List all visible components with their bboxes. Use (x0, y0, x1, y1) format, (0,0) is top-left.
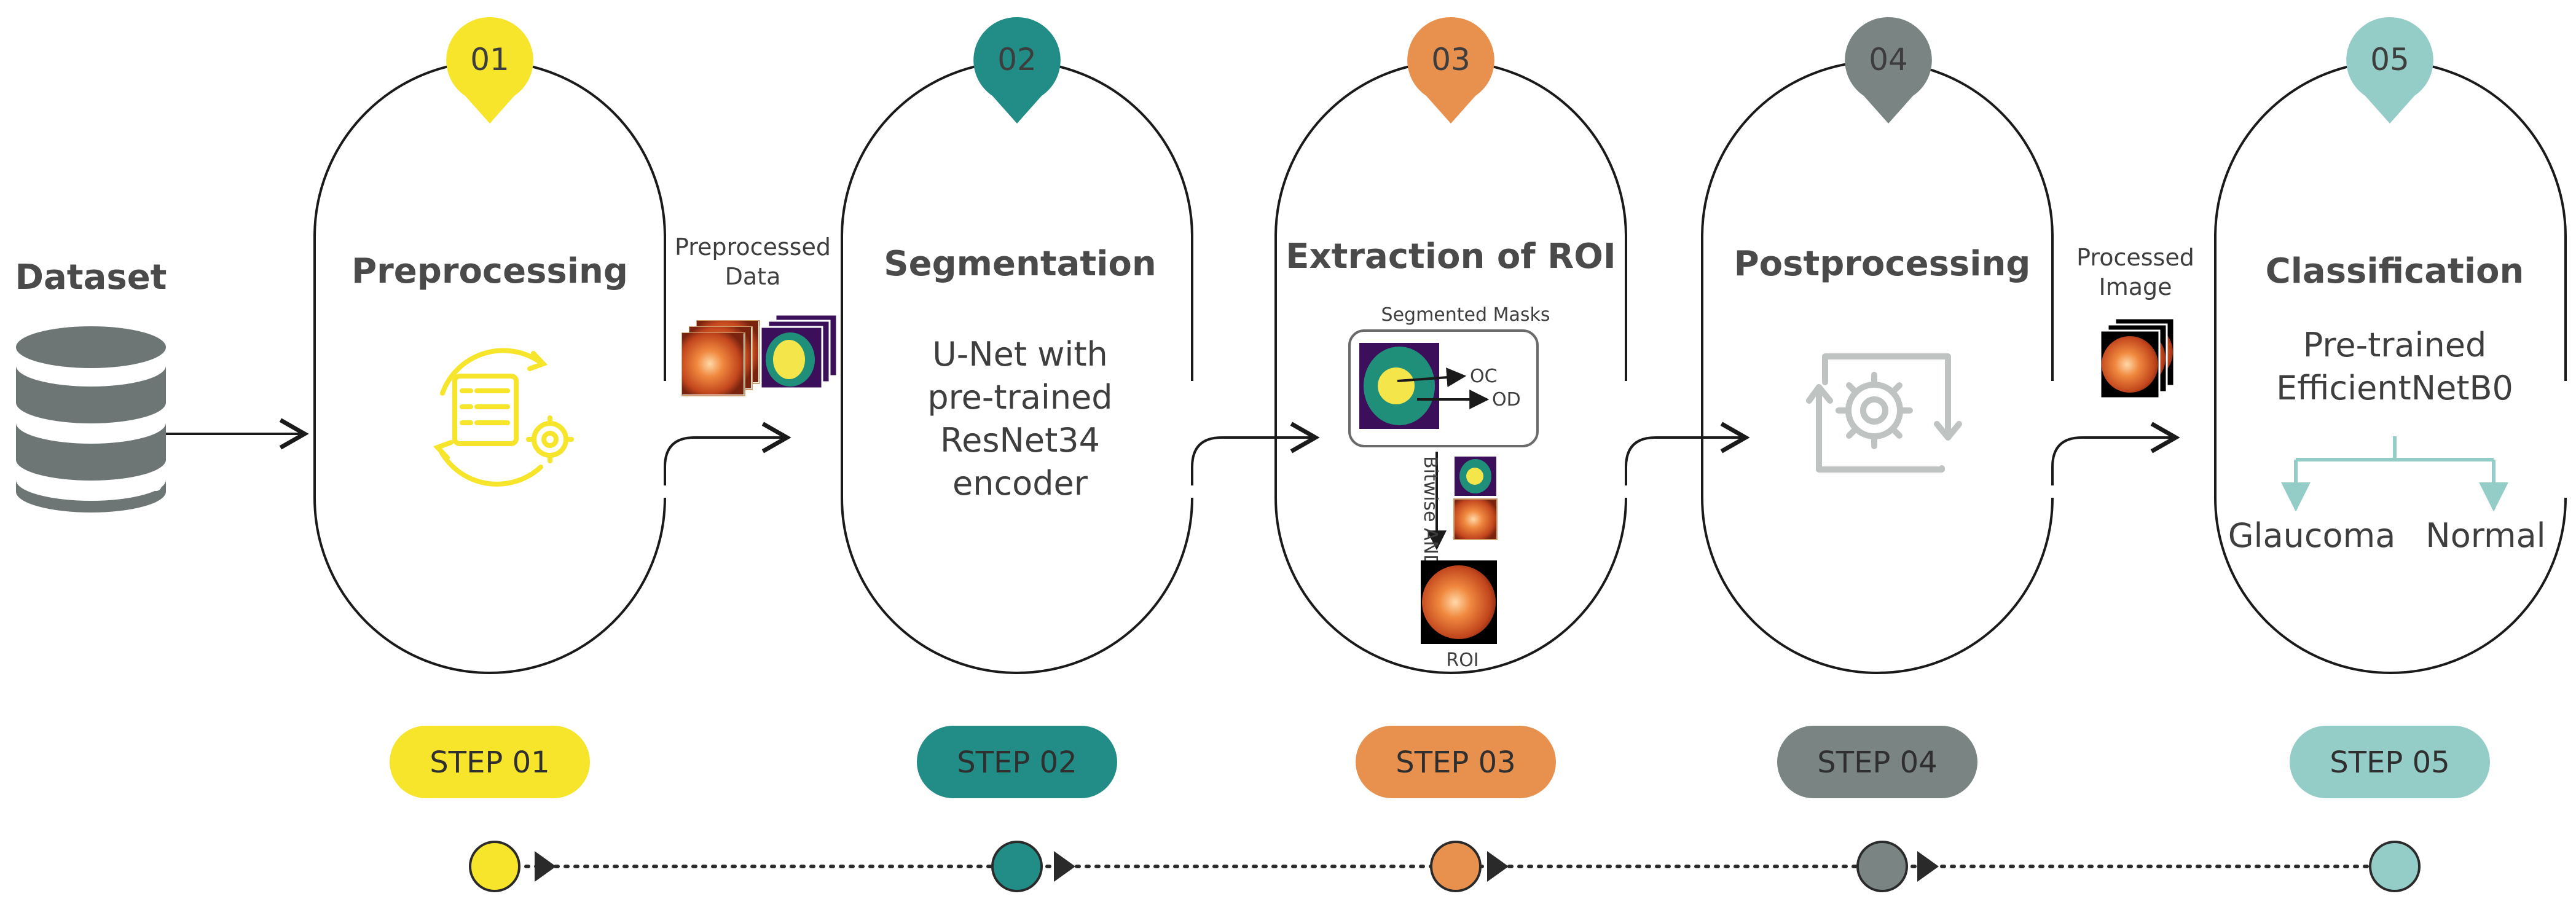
dataset-block: Dataset (15, 257, 167, 512)
badge-04: 04 (1845, 17, 1932, 124)
badge-01-number: 01 (470, 42, 509, 77)
roi-label: ROI (1446, 650, 1478, 671)
processed-image: Processed Image (2076, 244, 2194, 399)
step-pill-02 (917, 726, 1117, 798)
step-pill-03 (1356, 726, 1556, 798)
connector-3-4 (1625, 422, 1750, 485)
connector-1-2 (664, 422, 791, 485)
title-extraction: Extraction of ROI (1286, 237, 1616, 277)
stage-titles: Preprocessing Segmentation Extraction of… (351, 237, 2524, 291)
timeline-dot-03 (1430, 841, 1482, 892)
step-pill-04 (1777, 726, 1977, 798)
stage-outline-05 (2214, 60, 2567, 674)
badge-03: 03 (1407, 17, 1494, 124)
title-segmentation: Segmentation (884, 244, 1156, 284)
timeline-arrow-2 (1054, 851, 1075, 882)
step-pill-05 (2290, 726, 2490, 798)
segmentation-line2: pre-trained (927, 378, 1112, 417)
timeline-dot-02 (991, 841, 1043, 892)
stage-connectors (165, 418, 2180, 485)
oc-label: OC (1470, 366, 1498, 387)
segmented-masks-label: Segmented Masks (1381, 304, 1550, 326)
roi-extraction-content: Segmented Masks OC OD Bitwise AND ROI (1348, 304, 1550, 671)
class-normal: Normal (2425, 516, 2545, 555)
step-pill-02-label: STEP 02 (957, 745, 1077, 780)
step-pills: STEP 01 STEP 02 STEP 03 STEP 04 STEP 05 (390, 726, 2490, 798)
stage-outline-04 (1701, 60, 2054, 674)
step-badges: 01 02 03 04 05 (446, 17, 2433, 124)
segmentation-line3: ResNet34 (940, 421, 1100, 460)
fundus-image-stack (681, 320, 760, 396)
segmentation-body: U-Net with pre-trained ResNet34 encoder (927, 335, 1112, 503)
database-icon (16, 326, 166, 512)
title-preprocessing: Preprocessing (351, 251, 628, 291)
connector-2-3 (1191, 422, 1320, 485)
timeline-arrow-1 (535, 851, 556, 882)
processed-label-line2: Image (2099, 273, 2172, 300)
step-pill-04-label: STEP 04 (1817, 745, 1937, 780)
class-glaucoma: Glaucoma (2228, 516, 2396, 555)
badge-01: 01 (446, 17, 533, 124)
classification-line1: Pre-trained (2303, 326, 2487, 364)
badge-02: 02 (973, 17, 1061, 124)
timeline-dot-05 (2369, 841, 2421, 892)
badge-05-number: 05 (2370, 42, 2409, 77)
preprocessing-cycle-icon (433, 348, 574, 487)
postprocessing-gear-icon (1806, 353, 1962, 473)
stage-outline-01 (313, 60, 666, 674)
step-pill-05-label: STEP 05 (2330, 745, 2449, 780)
classification-body: Pre-trained EfficientNetB0 Glaucoma Norm… (2228, 326, 2546, 555)
timeline (469, 841, 2421, 892)
segmentation-line1: U-Net with (932, 335, 1108, 374)
badge-04-number: 04 (1869, 42, 1908, 77)
preprocessed-label-line1: Preprocessed (675, 234, 831, 261)
timeline-dot-01 (469, 841, 520, 892)
timeline-arrow-4 (1917, 851, 1939, 882)
timeline-dot-04 (1856, 841, 1908, 892)
badge-05: 05 (2346, 17, 2433, 124)
processed-label-line1: Processed (2076, 244, 2194, 271)
badge-03-number: 03 (1431, 42, 1471, 77)
preprocessed-data: Preprocessed Data (675, 234, 838, 396)
timeline-arrow-3 (1487, 851, 1509, 882)
dataset-label: Dataset (15, 257, 167, 297)
step-pill-03-label: STEP 03 (1396, 745, 1515, 780)
step-pill-01 (390, 726, 590, 798)
connector-4-5 (2051, 422, 2180, 485)
title-classification: Classification (2266, 251, 2524, 291)
bitwise-label: Bitwise AND (1420, 456, 1441, 568)
badge-02-number: 02 (997, 42, 1037, 77)
od-label: OD (1492, 389, 1521, 410)
mask-image-stack (760, 313, 838, 390)
segmented-masks-box (1348, 329, 1539, 447)
title-postprocessing: Postprocessing (1734, 244, 2031, 284)
preprocessed-label-line2: Data (725, 263, 781, 290)
step-pill-01-label: STEP 01 (430, 745, 549, 780)
classification-line2: EfficientNetB0 (2276, 369, 2513, 407)
segmentation-line4: encoder (952, 464, 1088, 503)
classification-tree (2281, 436, 2508, 512)
